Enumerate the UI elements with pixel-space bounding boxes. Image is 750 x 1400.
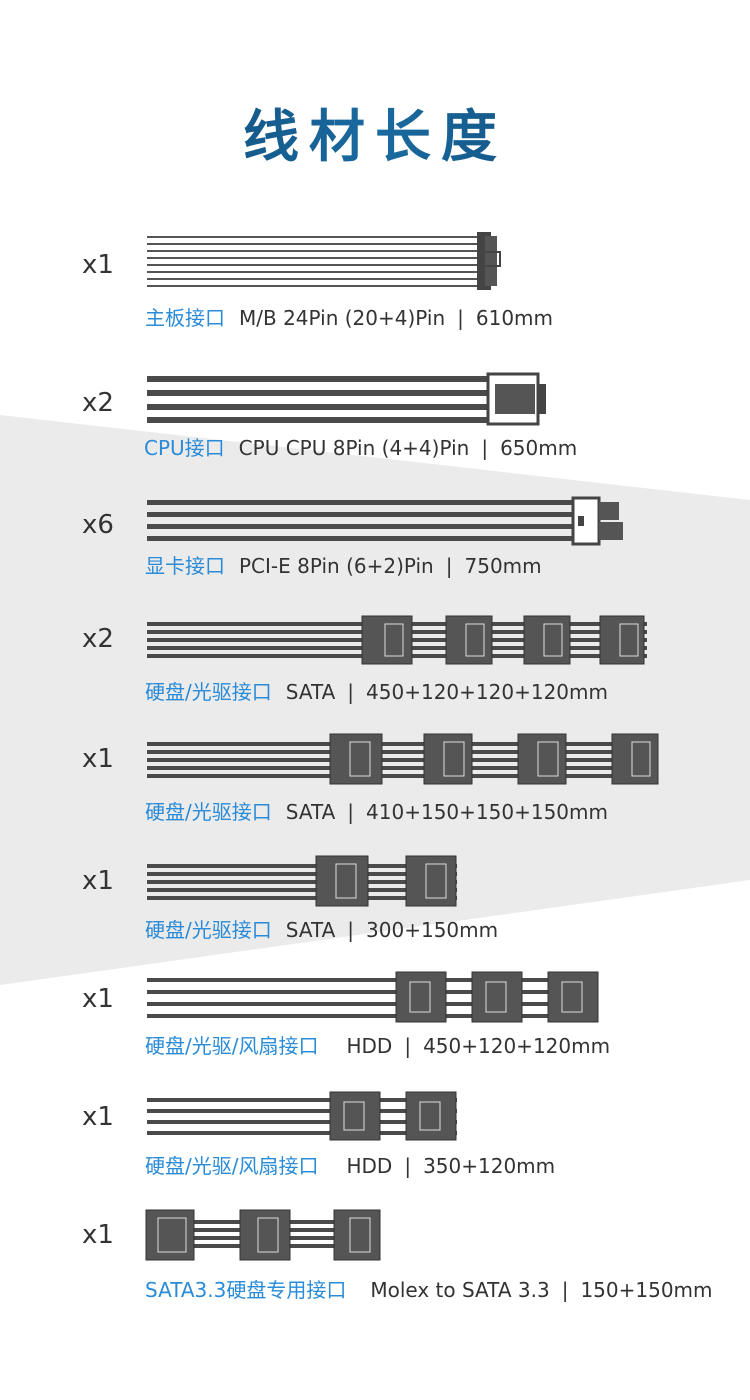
port-name: 硬盘/光驱接口 [145, 918, 272, 942]
cable-spec: SATA [285, 800, 336, 824]
separator: | [347, 800, 355, 824]
separator: | [347, 680, 355, 704]
port-name: SATA3.3硬盘专用接口 [145, 1278, 347, 1302]
cable-caption: 硬盘/光驱接口 SATA | 300+150mm [145, 914, 498, 943]
cable-caption: SATA3.3硬盘专用接口 Molex to SATA 3.3 | 150+150mm [145, 1274, 713, 1303]
cable-spec: M/B 24Pin (20+4)Pin [239, 306, 446, 330]
cable-caption: 主板接口 M/B 24Pin (20+4)Pin | 610mm [145, 302, 553, 331]
separator: | [445, 554, 453, 578]
cable-hdd-2-illustration [147, 1091, 457, 1141]
cable-quantity: x1 [82, 1220, 114, 1250]
cable-quantity: x1 [82, 1102, 114, 1132]
cable-24pin-illustration [147, 232, 501, 290]
cable-hdd-3-illustration [147, 971, 599, 1023]
separator: | [481, 436, 489, 460]
cable-length: 450+120+120+120mm [366, 680, 608, 704]
cable-quantity: x1 [82, 250, 114, 280]
cable-caption: CPU接口 CPU CPU 8Pin (4+4)Pin | 650mm [144, 432, 577, 461]
separator: | [404, 1034, 412, 1058]
cable-length: 450+120+120mm [423, 1034, 611, 1058]
cable-molex-sata-illustration [145, 1209, 381, 1261]
cable-pcie-illustration [147, 496, 623, 546]
cable-caption: 硬盘/光驱接口 SATA | 410+150+150+150mm [145, 796, 608, 825]
cable-spec: CPU CPU 8Pin (4+4)Pin [238, 436, 470, 460]
cable-spec: HDD [346, 1034, 393, 1058]
cable-caption: 硬盘/光驱/风扇接口 HDD | 350+120mm [145, 1150, 555, 1179]
cable-length: 610mm [475, 306, 554, 330]
cable-spec: Molex to SATA 3.3 [370, 1278, 550, 1302]
cable-quantity: x1 [82, 866, 114, 896]
cable-quantity: x6 [82, 510, 114, 540]
port-name: 硬盘/光驱接口 [145, 680, 272, 704]
cable-length: 300+150mm [366, 918, 499, 942]
page-title: 线材长度 [0, 92, 750, 173]
cable-caption: 硬盘/光驱/风扇接口 HDD | 450+120+120mm [145, 1030, 610, 1059]
cable-quantity: x2 [82, 388, 114, 418]
port-name: 显卡接口 [145, 554, 225, 578]
separator: | [347, 918, 355, 942]
cable-spec: PCI-E 8Pin (6+2)Pin [239, 554, 434, 578]
cable-length: 350+120mm [423, 1154, 556, 1178]
port-name: 主板接口 [145, 306, 225, 330]
cable-length: 750mm [464, 554, 542, 578]
cable-spec: SATA [285, 918, 336, 942]
cable-quantity: x1 [82, 744, 114, 774]
separator: | [404, 1154, 412, 1178]
cable-caption: 硬盘/光驱接口 SATA | 450+120+120+120mm [145, 676, 608, 705]
cable-quantity: x1 [82, 984, 114, 1014]
port-name: CPU接口 [144, 436, 225, 460]
separator: | [561, 1278, 569, 1302]
cable-spec: SATA [285, 680, 336, 704]
cable-sata-4-illustration [147, 615, 647, 665]
cable-quantity: x2 [82, 624, 114, 654]
cable-length: 650mm [500, 436, 578, 460]
cable-sata-4b-illustration [147, 733, 659, 785]
separator: | [457, 306, 464, 330]
cable-length: 150+150mm [580, 1278, 713, 1302]
port-name: 硬盘/光驱/风扇接口 [145, 1154, 319, 1178]
cable-length: 410+150+150+150mm [366, 800, 608, 824]
cable-cpu-illustration [147, 372, 546, 426]
cable-caption: 显卡接口 PCI-E 8Pin (6+2)Pin | 750mm [145, 550, 542, 579]
cable-sata-2-illustration [147, 855, 457, 907]
port-name: 硬盘/光驱/风扇接口 [145, 1034, 319, 1058]
port-name: 硬盘/光驱接口 [145, 800, 272, 824]
cable-spec: HDD [346, 1154, 393, 1178]
